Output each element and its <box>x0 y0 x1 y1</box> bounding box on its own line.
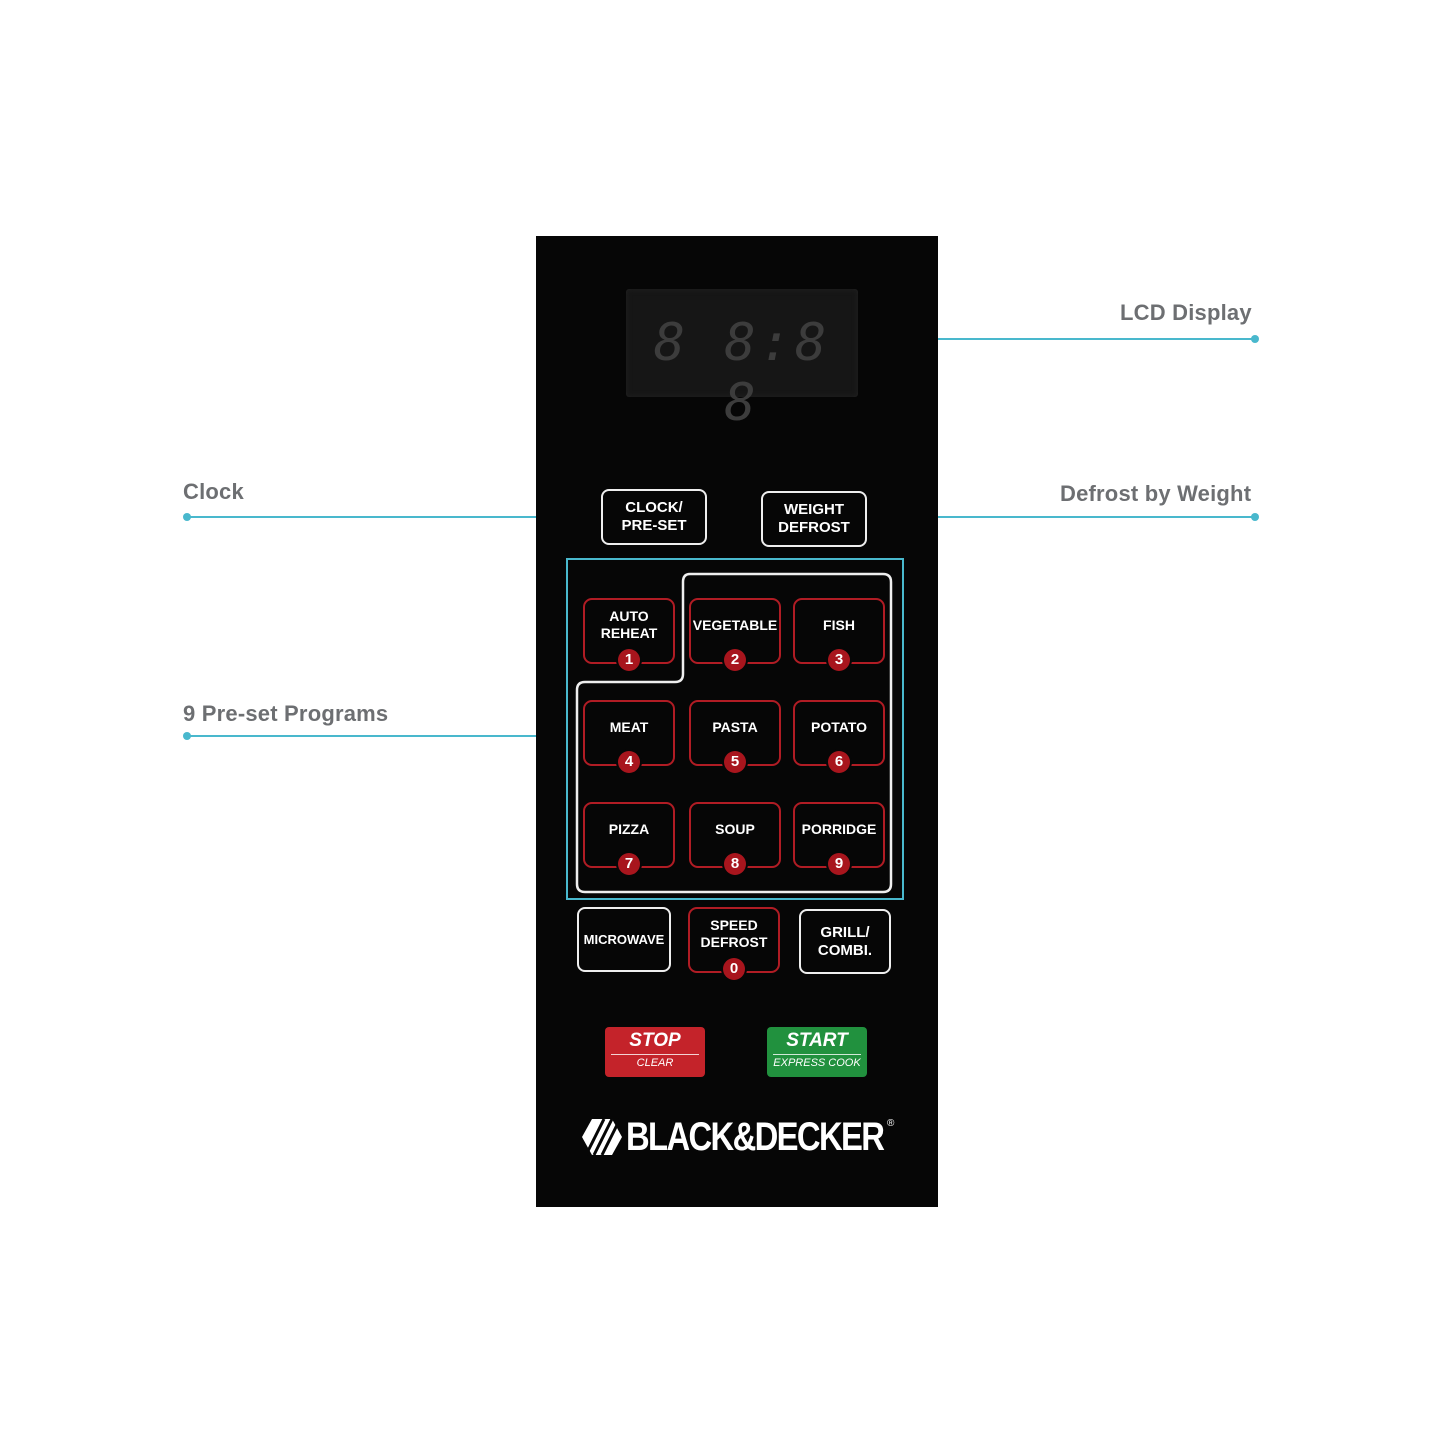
program-key-label-line: AUTO <box>609 608 649 624</box>
program-key-label: MEAT <box>585 702 673 752</box>
stop-label: STOP <box>629 1030 681 1051</box>
program-key-label-line: FISH <box>823 616 855 633</box>
grill-combi-button[interactable]: GRILL/ COMBI. <box>799 909 891 974</box>
programs-leader-dot <box>183 732 191 740</box>
program-key-label: SOUP <box>691 804 779 854</box>
start-divider <box>773 1054 861 1055</box>
program-key-number: 3 <box>828 649 850 671</box>
speed-defrost-number: 0 <box>723 958 745 980</box>
brand-name: BLACK&DECKER <box>626 1114 885 1159</box>
programs-leader-line <box>187 735 567 737</box>
program-key-label: FISH <box>795 600 883 650</box>
program-key-number: 7 <box>618 853 640 875</box>
program-key-8[interactable]: SOUP 8 <box>689 802 781 875</box>
program-key-label-line: VEGETABLE <box>692 616 778 633</box>
hexagon-stripes-icon <box>582 1118 622 1156</box>
program-key-4[interactable]: MEAT 4 <box>583 700 675 773</box>
stop-clear-button[interactable]: STOP CLEAR <box>605 1027 705 1077</box>
microwave-button[interactable]: MICROWAVE <box>577 907 671 972</box>
program-key-label: POTATO <box>795 702 883 752</box>
program-key-label: VEGETABLE <box>691 600 779 650</box>
defrost-by-weight-label: Defrost by Weight <box>1060 481 1252 506</box>
clock-preset-button[interactable]: CLOCK/ PRE-SET <box>601 489 707 545</box>
lcd-readout: 8 8:8 8 <box>653 313 831 433</box>
express-cook-label: EXPRESS COOK <box>773 1057 861 1069</box>
program-key-2[interactable]: VEGETABLE 2 <box>689 598 781 671</box>
clock-preset-label-line1: CLOCK/ <box>625 499 683 516</box>
weight-defrost-label-line1: WEIGHT <box>783 501 844 518</box>
program-key-label: PORRIDGE <box>795 804 883 854</box>
program-key-number: 9 <box>828 853 850 875</box>
weight-defrost-button[interactable]: WEIGHT DEFROST <box>761 491 867 547</box>
program-key-label: PIZZA <box>585 804 673 854</box>
stop-divider <box>611 1054 699 1055</box>
program-key-label-line: POTATO <box>811 718 867 735</box>
program-key-label-line: MEAT <box>609 718 649 735</box>
lcd-leader-dot <box>1251 335 1259 343</box>
program-key-number: 4 <box>618 751 640 773</box>
defrost-leader-dot <box>1251 513 1259 521</box>
clock-preset-label-line2: PRE-SET <box>621 517 687 534</box>
grill-combi-label-line2: COMBI. <box>817 941 873 959</box>
defrost-leader-line <box>865 516 1256 518</box>
program-key-number: 6 <box>828 751 850 773</box>
grill-combi-label-line1: GRILL/ <box>820 923 870 941</box>
clock-label: Clock <box>183 479 244 504</box>
program-key-6[interactable]: POTATO 6 <box>793 700 885 773</box>
program-key-number: 2 <box>724 649 746 671</box>
programs-highlight-box <box>566 558 904 900</box>
weight-defrost-label-line2: DEFROST <box>778 519 850 536</box>
clear-label: CLEAR <box>636 1057 674 1069</box>
program-key-number: 8 <box>724 853 746 875</box>
speed-defrost-label-line2: DEFROST <box>700 934 768 950</box>
program-key-label-line: PORRIDGE <box>801 820 877 837</box>
program-key-9[interactable]: PORRIDGE 9 <box>793 802 885 875</box>
program-key-label-line: SOUP <box>715 820 755 837</box>
start-express-cook-button[interactable]: START EXPRESS COOK <box>767 1027 867 1077</box>
programs-label: 9 Pre-set Programs <box>183 701 389 726</box>
program-key-7[interactable]: PIZZA 7 <box>583 802 675 875</box>
clock-leader-dot <box>183 513 191 521</box>
lcd-display-label: LCD Display <box>1120 300 1252 325</box>
brand-logo: BLACK&DECKER <box>580 1114 940 1160</box>
program-key-number: 5 <box>724 751 746 773</box>
lcd-display: 8 8:8 8 <box>626 289 858 433</box>
program-key-label-line: REHEAT <box>600 625 658 641</box>
microwave-label: MICROWAVE <box>583 931 665 947</box>
program-key-label-line: PIZZA <box>608 820 650 837</box>
program-key-3[interactable]: FISH 3 <box>793 598 885 671</box>
clock-leader-line <box>187 516 601 518</box>
program-key-label: PASTA <box>691 702 779 752</box>
speed-defrost-label-line1: SPEED <box>710 917 758 933</box>
program-key-5[interactable]: PASTA 5 <box>689 700 781 773</box>
speed-defrost-button[interactable]: SPEED DEFROST 0 <box>688 907 780 980</box>
lcd-leader-line <box>848 338 1256 340</box>
programs-outline <box>575 572 893 894</box>
program-key-label-line: PASTA <box>712 718 758 735</box>
registered-mark: ® <box>887 1118 895 1129</box>
start-label: START <box>786 1030 848 1051</box>
control-panel <box>536 236 938 1207</box>
program-key-number: 1 <box>618 649 640 671</box>
